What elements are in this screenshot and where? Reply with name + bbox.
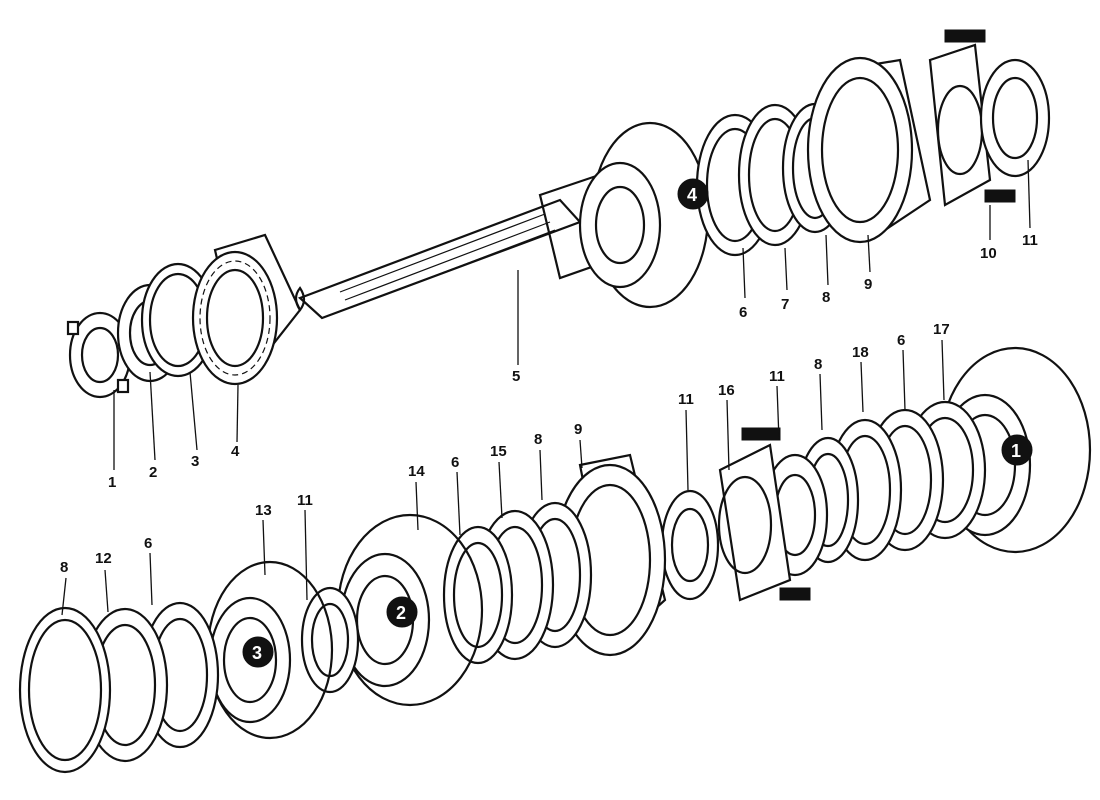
lock-nut	[66, 311, 132, 399]
label-15: 15	[490, 443, 507, 460]
lower-assembly: 8 12 6 13 11 14 6 15 8 9 11 16 11 8 18 6…	[18, 321, 1092, 774]
label-9-lower: 9	[574, 421, 582, 438]
splined-ring-11a	[300, 586, 360, 694]
gear-marker-4: 4	[677, 178, 709, 210]
label-11-lower-left: 11	[297, 492, 313, 509]
label-8-lower-left: 8	[60, 559, 68, 576]
cone-ring-8a	[18, 606, 112, 774]
svg-text:2: 2	[396, 603, 406, 623]
svg-text:4: 4	[687, 185, 697, 205]
label-18: 18	[852, 344, 869, 361]
ball-bearing	[191, 233, 302, 386]
label-8-lower-mid: 8	[534, 431, 542, 448]
synchro-hub-lower-right	[717, 427, 829, 602]
label-2: 2	[149, 464, 157, 481]
label-7: 7	[781, 296, 789, 313]
gear-marker-1: 1	[1001, 434, 1033, 466]
label-16: 16	[718, 382, 735, 399]
label-11-lower-right: 11	[769, 368, 785, 385]
synchro-ring-6b	[442, 525, 514, 665]
label-3: 3	[191, 453, 199, 470]
label-14: 14	[408, 463, 425, 480]
retaining-ring-upper	[979, 58, 1051, 178]
svg-text:1: 1	[1011, 441, 1021, 461]
splined-hub-11b	[660, 489, 720, 601]
synchro-hub-upper	[928, 29, 1016, 207]
label-12: 12	[95, 550, 112, 567]
label-17: 17	[933, 321, 950, 338]
label-6-lower-mid: 6	[451, 454, 459, 471]
label-8-lower-right: 8	[814, 356, 822, 373]
label-11-lower-mid: 11	[678, 391, 694, 408]
lower-leaders	[61, 339, 945, 616]
label-13: 13	[255, 502, 272, 519]
gear-marker-2: 2	[386, 596, 418, 628]
label-6-upper: 6	[739, 304, 747, 321]
label-4: 4	[231, 443, 240, 460]
label-5: 5	[512, 368, 520, 385]
label-1: 1	[108, 474, 116, 491]
fourth-speed-gear	[578, 121, 710, 309]
label-9-upper: 9	[864, 276, 872, 293]
label-11-upper: 11	[1022, 232, 1038, 249]
upper-assembly: 1 2 3 4 5 6 7 8 9 10 11	[66, 29, 1051, 491]
label-6-lower-left: 6	[144, 535, 152, 552]
label-10: 10	[980, 245, 997, 262]
gear-marker-3: 3	[242, 636, 274, 668]
sliding-sleeve-upper	[806, 56, 932, 244]
label-8-upper: 8	[822, 289, 830, 306]
upper-leaders	[113, 159, 1031, 470]
label-6-lower-right: 6	[897, 332, 905, 349]
svg-text:3: 3	[252, 643, 262, 663]
